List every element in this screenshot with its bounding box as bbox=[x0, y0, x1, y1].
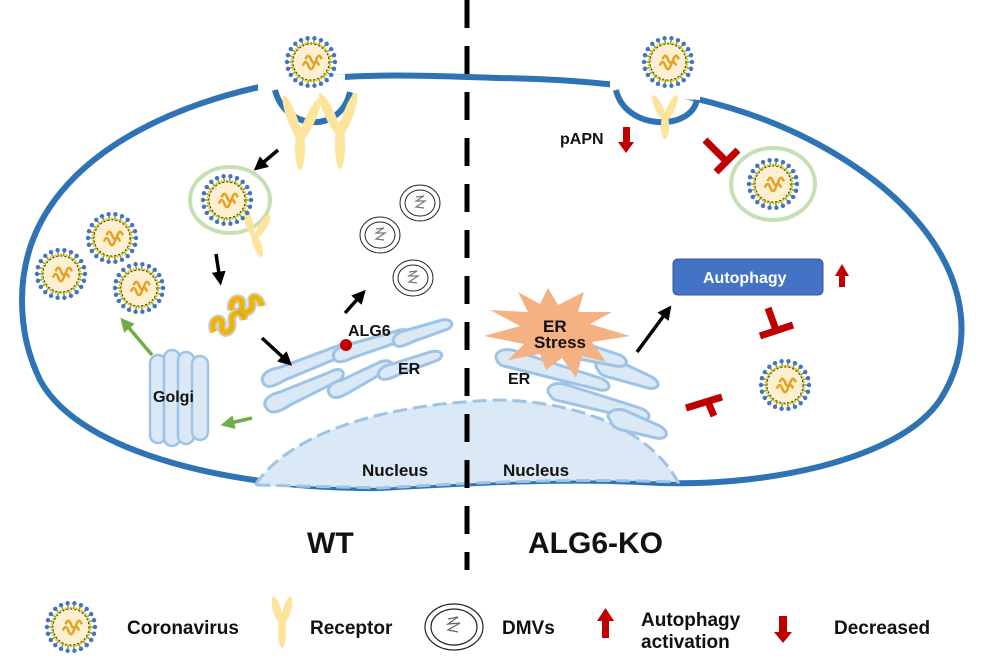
legend-label-coronavirus: Coronavirus bbox=[127, 618, 239, 639]
panel-title-alg6-ko: ALG6-KO bbox=[528, 527, 663, 560]
coronavirus-released-1 bbox=[85, 212, 139, 264]
autophagy-label: Autophagy bbox=[703, 270, 787, 287]
receptor-in-endosome bbox=[243, 208, 271, 258]
receptor-icon bbox=[271, 596, 293, 648]
down-arrow-icon bbox=[774, 616, 792, 643]
arrows-black bbox=[211, 148, 672, 366]
inhibit-er-virus bbox=[684, 393, 724, 418]
legend-label-decreased: Decreased bbox=[834, 618, 930, 639]
coronavirus-in-endosome-left bbox=[200, 174, 254, 226]
nucleus-left-label: Nucleus bbox=[362, 461, 428, 480]
dmv-icon bbox=[424, 603, 484, 651]
papn-label: pAPN bbox=[560, 131, 604, 148]
arrow-er-to-golgi bbox=[220, 415, 253, 429]
coronavirus-released-2 bbox=[34, 248, 88, 300]
inhibit-entry bbox=[702, 137, 741, 175]
viral-rna bbox=[208, 292, 267, 337]
coronavirus-icon bbox=[44, 601, 98, 653]
inhibit-autophagy-virus bbox=[758, 306, 795, 340]
left-endocytosis-pit bbox=[258, 74, 353, 126]
autophagy-up-arrow-icon bbox=[835, 264, 849, 287]
arrows-green bbox=[120, 317, 253, 429]
dmv-3 bbox=[392, 259, 434, 297]
er-left-label: ER bbox=[398, 361, 421, 378]
autophagy-box: Autophagy bbox=[672, 258, 824, 296]
receptor-left-pit-2 bbox=[318, 92, 358, 169]
papn-down-arrow-icon bbox=[618, 127, 634, 153]
coronavirus-inhibited-right bbox=[758, 359, 812, 411]
arrow-rna-to-er bbox=[260, 336, 293, 366]
arrow-endosome-to-rna bbox=[211, 253, 226, 286]
legend-label-autophagy-line1: Autophagy bbox=[641, 610, 741, 631]
arrow-erstress-to-autophagy bbox=[635, 305, 672, 354]
golgi-label: Golgi bbox=[153, 389, 194, 406]
up-arrow-icon bbox=[597, 608, 614, 638]
receptor-left-pit-1 bbox=[282, 95, 322, 170]
coronavirus-entering-right bbox=[641, 36, 695, 88]
er-stress-label-line2: Stress bbox=[534, 333, 586, 352]
coronavirus-released-3 bbox=[112, 262, 166, 314]
legend-label-dmvs: DMVs bbox=[502, 618, 555, 639]
legend-label-receptor: Receptor bbox=[310, 618, 393, 639]
er-right-label: ER bbox=[508, 371, 531, 388]
nucleus-right-label: Nucleus bbox=[503, 461, 569, 480]
legend: Coronavirus Receptor DMVs Autophagy acti… bbox=[44, 596, 930, 653]
coronavirus-in-endosome-right bbox=[746, 158, 800, 210]
arrow-er-to-dmv bbox=[343, 289, 366, 315]
arrow-golgi-to-virions bbox=[120, 317, 154, 357]
dmv-2 bbox=[359, 216, 401, 254]
panel-title-wt: WT bbox=[307, 527, 354, 560]
legend-label-autophagy-line2: activation bbox=[641, 632, 730, 653]
receptor-right-pit bbox=[652, 95, 678, 140]
coronavirus-entering-left bbox=[284, 36, 338, 88]
dmv-1 bbox=[399, 184, 441, 222]
arrow-entry-to-endosome bbox=[253, 148, 280, 171]
er-stress-label-line1: ER bbox=[543, 317, 567, 336]
golgi bbox=[148, 348, 210, 448]
er-stress-burst: ER Stress bbox=[484, 288, 630, 378]
alg6-label: ALG6 bbox=[348, 323, 391, 340]
alg6-marker bbox=[340, 339, 352, 351]
